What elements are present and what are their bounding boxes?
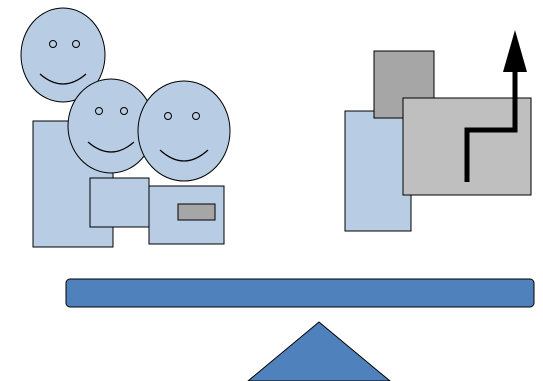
balance-beam [65,278,535,308]
growth-arrow-icon [464,30,527,182]
right-group-growth [344,30,532,232]
smiley-face-icon [67,78,155,174]
video-camera-icon [89,177,225,245]
left-group-people [20,7,231,248]
fulcrum-triangle [247,321,391,381]
document-stack-icon [344,50,532,232]
balance-scale [65,278,535,381]
smiley-face-icon [20,7,106,103]
smiley-face-icon [137,80,231,182]
